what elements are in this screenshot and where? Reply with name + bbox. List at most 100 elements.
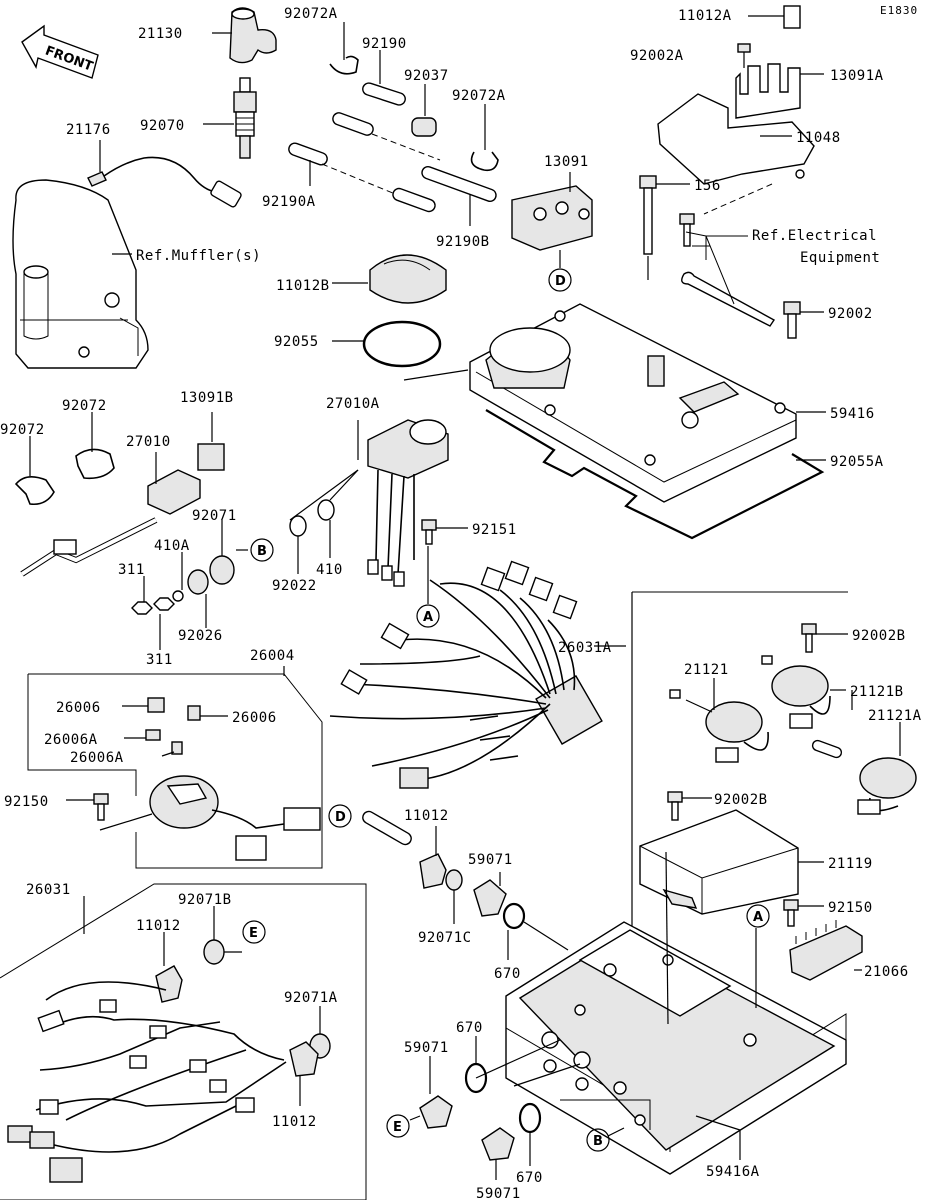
svg-text:D: D [335,810,346,825]
part-label-59071-c: 59071 [476,1186,521,1200]
clip-13091A-drawing [735,63,801,119]
part-label-21121B: 21121B [850,684,904,700]
fuse-26006A-a-drawing [145,729,161,741]
part-label-59071-b: 59071 [404,1040,449,1056]
kit-26004-outline [27,673,323,869]
ref-electrical-line2: Equipment [800,250,880,266]
muffler-drawing [12,179,149,369]
hose-clamp-mid-drawing [470,151,499,172]
callout-A-right: A [746,904,770,928]
part-label-92037: 92037 [404,68,449,84]
svg-text:A: A [753,910,763,925]
callout-D-top: D [548,268,572,292]
part-label-11012-a: 11012 [404,808,449,824]
part-label-670-c: 670 [516,1170,543,1186]
o-ring-670-c-drawing [518,1102,542,1134]
fitting-59071-c-drawing [481,1127,515,1161]
part-label-21121: 21121 [684,662,729,678]
svg-text:A: A [423,610,433,625]
ref-muffler: Ref.Muffler(s) [136,248,261,264]
part-label-27010A: 27010A [326,396,380,412]
bolt-92151-drawing [421,519,437,545]
filler-cap-drawing [369,254,447,304]
nut-311-b-drawing [153,597,175,611]
plug-cap-drawing [229,7,277,64]
control-unit-21119-drawing [639,809,799,915]
bolt-electrical-drawing [679,213,776,327]
part-label-11012B: 11012B [276,278,330,294]
part-label-59416: 59416 [830,406,875,422]
part-label-92002B-b: 92002B [714,792,768,808]
hose-clamp-drawing [329,55,359,75]
relay-27010A-drawing [367,419,449,587]
part-label-92190A: 92190A [262,194,316,210]
part-label-410: 410 [316,562,343,578]
o-ring-670-a-drawing [502,902,526,930]
bolt-156-drawing [639,175,657,255]
part-label-92071C: 92071C [418,930,472,946]
part-label-311-b: 311 [146,652,173,668]
grommet-92026-drawing [187,569,209,595]
hose-D-drawing [362,810,412,846]
part-label-59416A: 59416A [706,1164,760,1180]
part-label-26006-b: 26006 [232,710,277,726]
part-label-26006-a: 26006 [56,700,101,716]
part-label-11012-c: 11012 [272,1114,317,1130]
part-label-11012A: 11012A [678,8,732,24]
fitting-59071-b-drawing [419,1095,453,1129]
fitting-59071-a-drawing [473,879,507,917]
bolt-92002B-b-drawing [667,791,683,821]
cover-block-drawing [511,185,593,251]
spark-plug-drawing [233,77,257,159]
part-label-13091: 13091 [544,154,589,170]
callout-D-low: D [328,804,352,828]
wire-harness-26031A-drawing [329,560,603,789]
cap-11012-c-drawing [289,1041,319,1077]
bolt-92150-a-drawing [93,793,109,821]
grommet-92071C-drawing [445,869,463,891]
part-label-92055: 92055 [274,334,319,350]
part-label-311-a: 311 [118,562,145,578]
callout-E-mid: E [242,920,266,944]
fuse-26006-a-drawing [147,697,165,713]
cap-11012-b-drawing [155,965,183,1003]
part-label-11048: 11048 [796,130,841,146]
callout-B-low: B [586,1128,610,1152]
temperature-sensor-drawing [87,140,242,208]
washer-410A-drawing [172,590,184,602]
part-label-92070: 92070 [140,118,185,134]
part-label-92190: 92190 [362,36,407,52]
callout-E-low: E [386,1114,410,1138]
gasket-92055A-drawing [485,409,825,540]
svg-text:D: D [555,274,566,289]
part-label-59071-a: 59071 [468,852,513,868]
band-92072-a-drawing [14,476,55,506]
bolt-92002-drawing [783,301,801,339]
callout-B-mid: B [250,538,274,562]
bolt-92150-b-drawing [783,899,799,927]
connector-27010-drawing [20,469,201,577]
part-label-13091B: 13091B [180,390,234,406]
part-label-92022: 92022 [272,578,317,594]
part-label-670-b: 670 [456,1020,483,1036]
fuse-26006-b-drawing [187,705,201,721]
part-label-92072-a: 92072 [0,422,45,438]
washer-410-drawing [317,499,335,521]
part-label-92072A-top: 92072A [284,6,338,22]
part-label-21119: 21119 [828,856,873,872]
part-label-92002: 92002 [828,306,873,322]
part-label-26031: 26031 [26,882,71,898]
hose-joint-drawing [411,117,437,137]
regulator-21066-drawing [789,920,863,981]
wire-harness-26031-drawing [7,981,287,1183]
cap-11012-a-drawing [419,853,447,889]
diagram-code: E1830 [880,4,918,17]
part-label-92072-b: 92072 [62,398,107,414]
part-label-13091A: 13091A [830,68,884,84]
part-label-26006A-b: 26006A [70,750,124,766]
part-label-26004: 26004 [250,648,295,664]
part-label-11012-b: 11012 [136,918,181,934]
part-label-156: 156 [694,178,721,194]
